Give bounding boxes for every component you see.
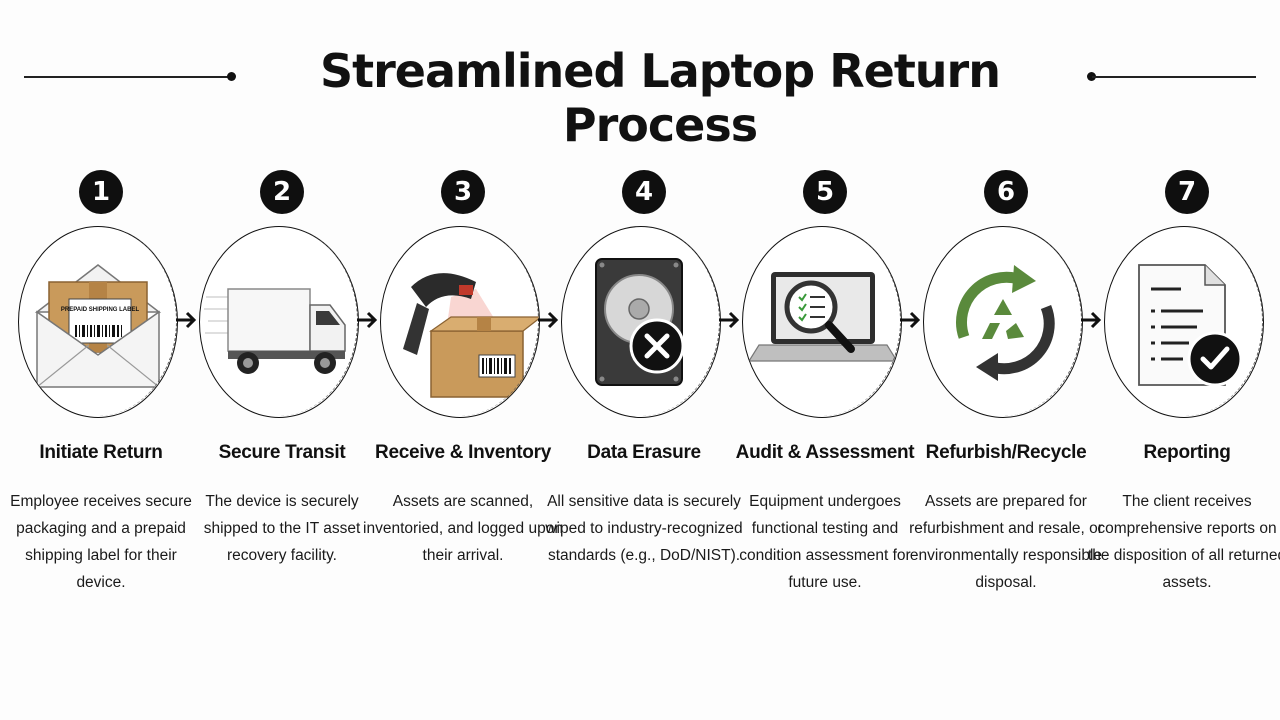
step-illustration — [923, 226, 1083, 418]
title-row: Streamlined Laptop Return Process — [0, 40, 1280, 152]
step-title: Reporting — [1143, 442, 1231, 463]
step-description: Employee receives secure packaging and a… — [10, 493, 192, 591]
shipping-label-text: PREPAID SHIPPING LABEL — [61, 307, 140, 313]
arrow-right-icon — [719, 311, 740, 329]
step-description: Assets are prepared for refurbishment an… — [909, 493, 1103, 591]
report-check-icon — [1138, 264, 1243, 387]
step-illustration: PREPAID SHIPPING LABEL — [18, 226, 178, 418]
step-number: 5 — [803, 170, 847, 214]
step-number: 7 — [1165, 170, 1209, 214]
title-rule-right — [1092, 76, 1256, 78]
step-description: The device is securely shipped to the IT… — [203, 493, 361, 564]
page-title: Streamlined Laptop Return Process — [319, 44, 1001, 152]
step-title: Receive & Inventory — [375, 442, 551, 463]
step-description: All sensitive data is securely wiped to … — [545, 493, 743, 564]
delivery-truck-icon — [204, 288, 346, 374]
title-dot-left — [227, 72, 236, 81]
arrow-right-icon — [538, 311, 559, 329]
step-title: Refurbish/Recycle — [925, 442, 1087, 463]
title-rule-left — [24, 76, 229, 78]
arrow-right-icon — [176, 311, 197, 329]
title-dot-right — [1087, 72, 1096, 81]
step-illustration — [199, 226, 359, 418]
step-title: Data Erasure — [587, 442, 701, 463]
step-number: 6 — [984, 170, 1028, 214]
arrow-right-icon — [1081, 311, 1102, 329]
step-title: Secure Transit — [218, 442, 346, 463]
envelope-package-icon: PREPAID SHIPPING LABEL — [34, 264, 162, 388]
arrow-right-icon — [900, 311, 921, 329]
recycle-icon — [956, 265, 1055, 381]
laptop-magnifier-icon — [747, 272, 899, 362]
hard-drive-erase-icon — [595, 258, 685, 386]
step-number: 3 — [441, 170, 485, 214]
step-title: Audit & Assessment — [735, 442, 915, 463]
step-description: The client receives comprehensive report… — [1087, 493, 1280, 591]
step-number: 1 — [79, 170, 123, 214]
step-illustration — [1104, 226, 1264, 418]
arrow-right-icon — [357, 311, 378, 329]
barcode-scanner-box-icon — [403, 273, 539, 398]
step-number: 2 — [260, 170, 304, 214]
step-description: Assets are scanned, inventoried, and log… — [363, 493, 563, 564]
step-illustration — [742, 226, 902, 418]
step-illustration — [380, 226, 540, 418]
step-number: 4 — [622, 170, 666, 214]
step-description: Equipment undergoes functional testing a… — [739, 493, 911, 591]
step-title: Initiate Return — [39, 442, 163, 463]
step-illustration — [561, 226, 721, 418]
